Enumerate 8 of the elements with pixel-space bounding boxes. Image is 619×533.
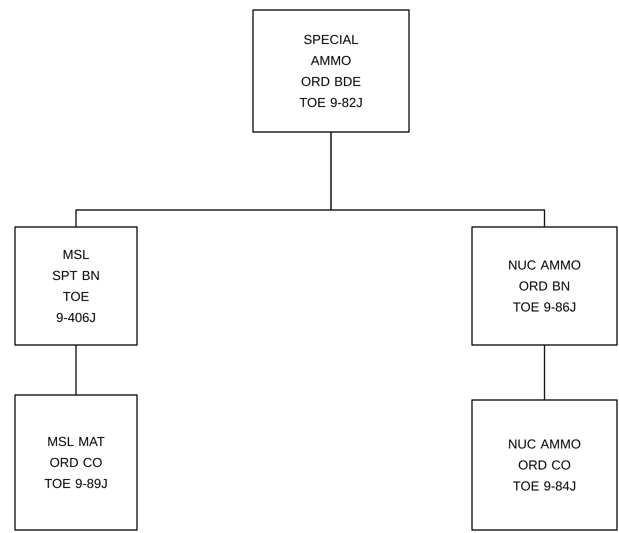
org-box: MSL SPT BN TOE 9-406J — [14, 226, 138, 346]
org-box: NUC AMMO ORD BN TOE 9-86J — [471, 226, 618, 346]
org-box: SPECIAL AMMO ORD BDE TOE 9-82J — [252, 9, 410, 133]
connector-line — [330, 132, 546, 226]
connector-line — [544, 346, 546, 400]
org-box: MSL MAT ORD CO TOE 9-89J — [14, 394, 138, 531]
connector-line — [75, 346, 77, 394]
org-box: NUC AMMO ORD CO TOE 9-84J — [471, 399, 618, 531]
